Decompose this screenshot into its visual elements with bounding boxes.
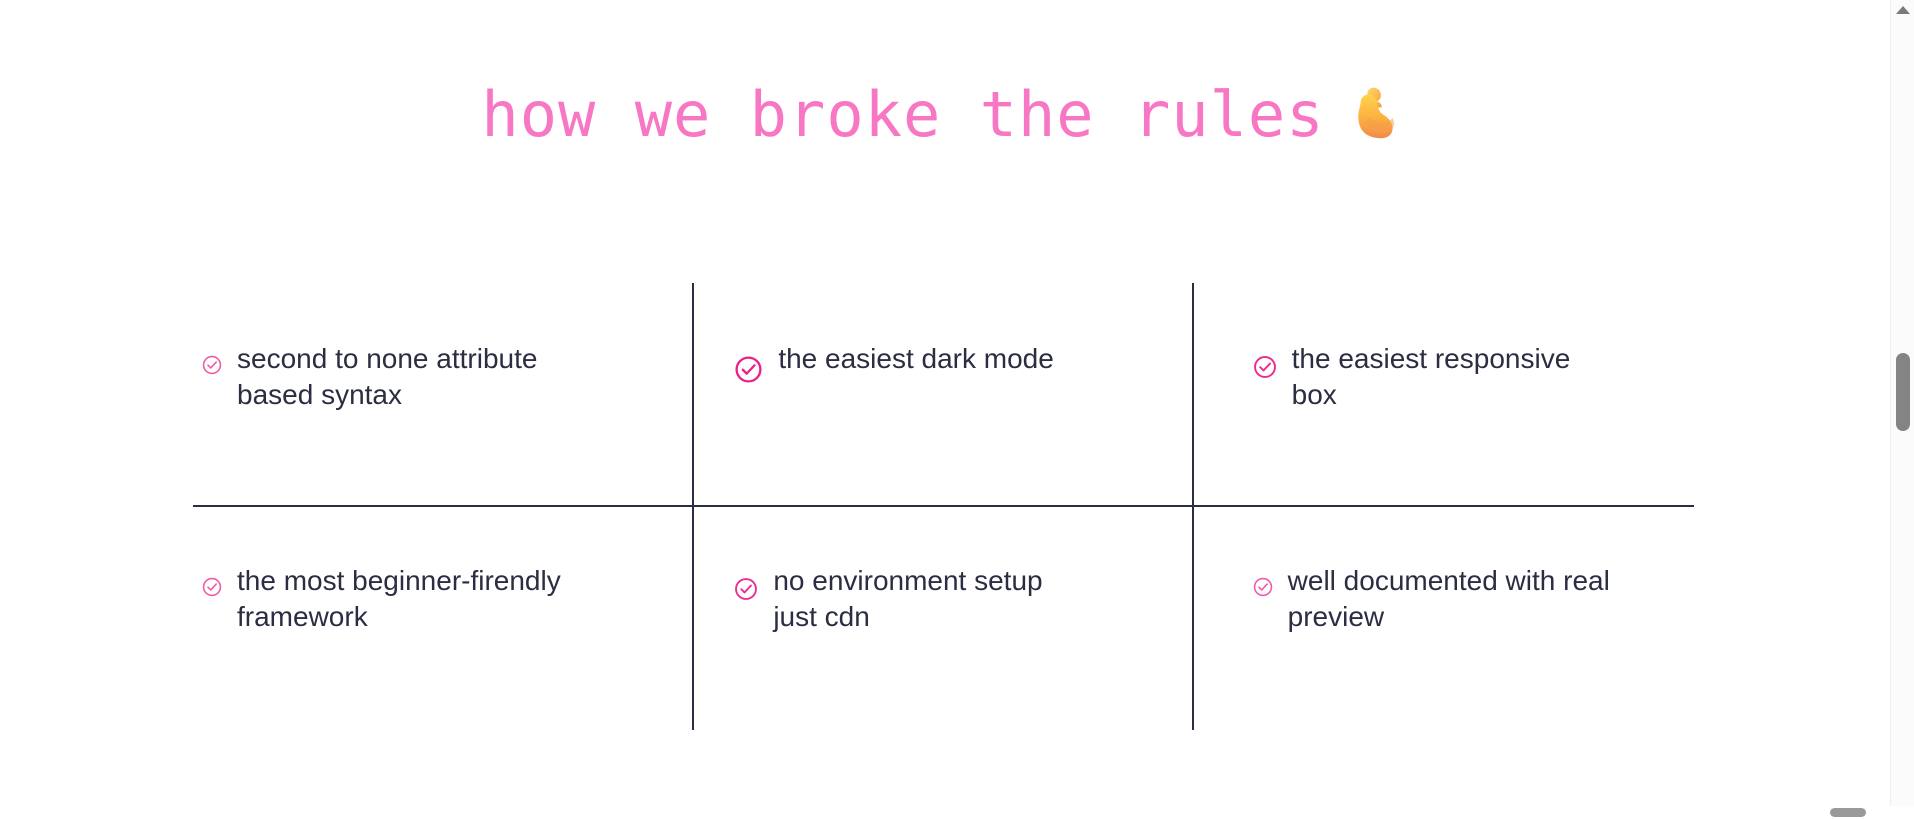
- circle-check-icon: [735, 356, 762, 383]
- feature-cell-responsive-box[interactable]: the easiest responsive box: [1194, 283, 1694, 505]
- circle-check-icon: [735, 578, 758, 600]
- feature-cell-beginner-friendly[interactable]: the most beginner-firendly framework: [193, 505, 693, 730]
- features-grid: second to none attribute based syntax th…: [193, 283, 1694, 730]
- features-row-2: the most beginner-firendly framework no …: [193, 505, 1694, 730]
- grid-divider-horizontal: [193, 505, 1694, 507]
- flexed-biceps-emoji: [1347, 84, 1409, 146]
- feature-label: the easiest responsive box: [1291, 343, 1571, 410]
- feature-cell-no-setup-cdn[interactable]: no environment setup just cdn: [693, 505, 1193, 730]
- features-row-1: second to none attribute based syntax th…: [193, 283, 1694, 505]
- horizontal-scroll-thumb[interactable]: [1830, 808, 1866, 817]
- feature-label: the easiest dark mode: [778, 343, 1054, 374]
- circle-check-icon: [1253, 356, 1276, 378]
- page-header: how we broke the rules: [0, 0, 1890, 230]
- page-canvas: how we broke the rules: [0, 0, 1890, 730]
- feature-cell-documented-preview[interactable]: well documented with real preview: [1194, 505, 1694, 730]
- page-title: how we broke the rules: [481, 84, 1408, 146]
- feature-label: no environment setup just cdn: [773, 565, 1043, 632]
- horizontal-scrollbar[interactable]: [0, 806, 1890, 820]
- chevron-up-icon: [1896, 6, 1910, 14]
- page-title-text: how we broke the rules: [481, 78, 1325, 151]
- scroll-up-arrow[interactable]: [1891, 0, 1914, 20]
- circle-check-icon: [202, 355, 222, 375]
- feature-cell-attribute-syntax[interactable]: second to none attribute based syntax: [193, 283, 693, 505]
- circle-check-icon: [202, 577, 222, 597]
- vertical-scrollbar[interactable]: [1890, 0, 1914, 806]
- vertical-scroll-thumb[interactable]: [1896, 353, 1910, 431]
- feature-label: the most beginner-firendly framework: [237, 565, 561, 632]
- circle-check-icon: [1253, 577, 1272, 597]
- feature-label: well documented with real preview: [1287, 565, 1610, 632]
- feature-label: second to none attribute based syntax: [237, 343, 538, 410]
- feature-cell-dark-mode[interactable]: the easiest dark mode: [693, 283, 1193, 505]
